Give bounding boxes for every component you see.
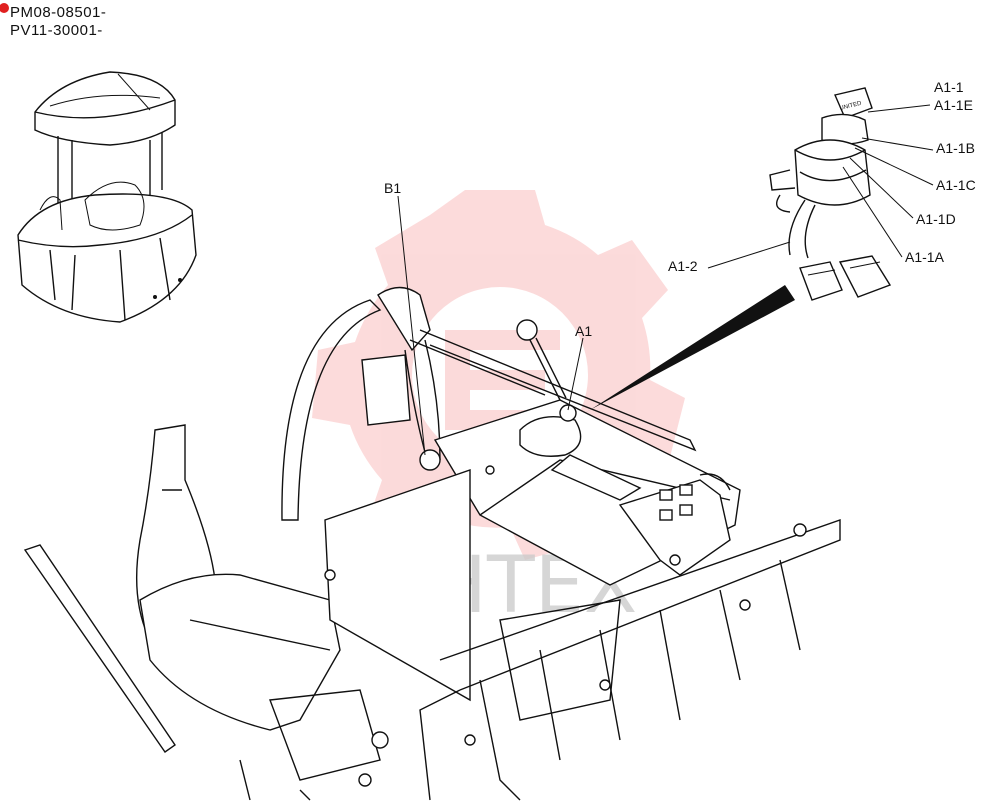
callout-a1-2: A1-2	[668, 258, 698, 274]
callout-a1-1a: A1-1A	[905, 249, 945, 265]
leader-lines	[397, 104, 934, 456]
callout-a1-1: A1-1	[934, 79, 964, 95]
serial-number-1: PM08-08501-	[10, 4, 107, 21]
callout-a1-1c: A1-1C	[936, 177, 976, 193]
serial-number-2: PV11-30001-	[10, 22, 103, 39]
cab-overview-illustration	[17, 71, 197, 323]
callout-a1: A1	[575, 323, 592, 339]
corner-marker-icon	[0, 3, 9, 13]
ignition-switch-detail: UNITED	[575, 87, 892, 418]
callout-a1-1b: A1-1B	[936, 140, 975, 156]
console-frame-illustration	[23, 286, 841, 801]
callout-a1-1e: A1-1E	[934, 97, 973, 113]
key-label-text: UNITED	[839, 101, 863, 112]
callout-a1-1d: A1-1D	[916, 211, 956, 227]
callout-b1: B1	[384, 180, 401, 196]
